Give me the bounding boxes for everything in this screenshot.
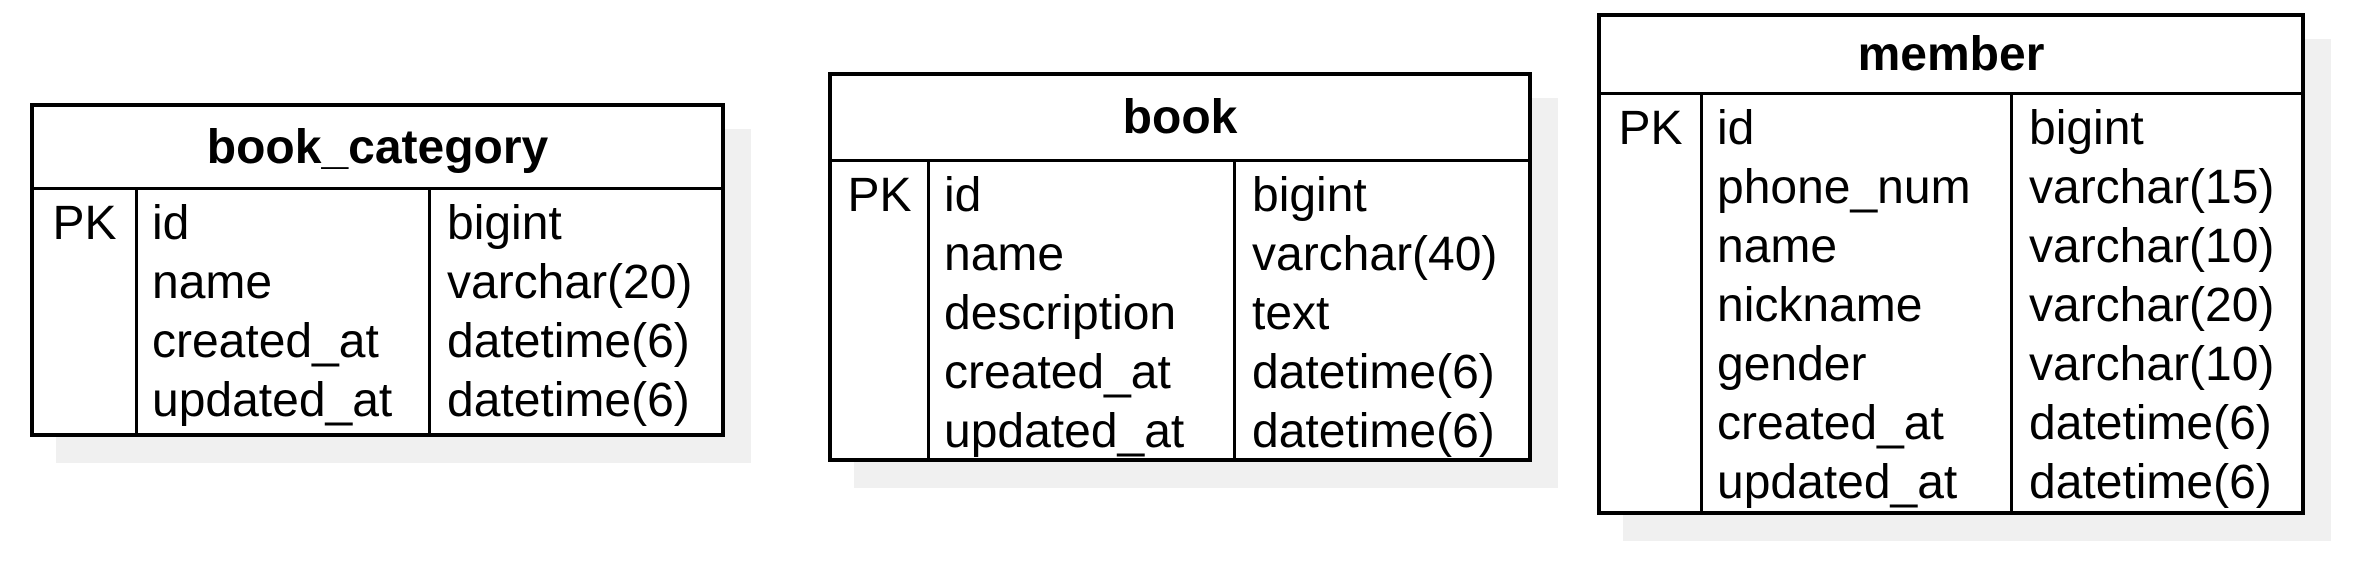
field-name: name xyxy=(944,228,1065,281)
table-title-book: book xyxy=(832,76,1528,162)
field-type: bigint xyxy=(2029,102,2144,155)
field-type: text xyxy=(1252,287,1330,340)
field-type: varchar(40) xyxy=(1252,228,1498,281)
pk-badge: PK xyxy=(52,197,117,250)
field-type: varchar(20) xyxy=(2029,279,2275,332)
field-name: id xyxy=(1717,102,1755,155)
field-type: varchar(20) xyxy=(447,256,693,309)
entity-table-book-category[interactable]: book_category PK id name created_at upda… xyxy=(30,103,725,437)
field-name-column: id phone_num name nickname gender create… xyxy=(1703,95,2013,511)
field-type: datetime(6) xyxy=(1252,405,1495,458)
field-name: updated_at xyxy=(1717,456,1958,509)
field-name: phone_num xyxy=(1717,161,1971,214)
field-name: gender xyxy=(1717,338,1867,391)
field-type: varchar(15) xyxy=(2029,161,2275,214)
field-type-column: bigint varchar(40) text datetime(6) date… xyxy=(1236,162,1528,458)
field-type: varchar(10) xyxy=(2029,338,2275,391)
field-name: created_at xyxy=(152,315,379,368)
field-name-column: id name description created_at updated_a… xyxy=(930,162,1236,458)
field-type: datetime(6) xyxy=(2029,456,2272,509)
field-name: updated_at xyxy=(152,374,393,427)
field-type: datetime(6) xyxy=(2029,397,2272,450)
field-type: datetime(6) xyxy=(447,374,690,427)
field-type: datetime(6) xyxy=(1252,346,1495,399)
field-type: varchar(10) xyxy=(2029,220,2275,273)
field-name: name xyxy=(152,256,273,309)
table-title-member: member xyxy=(1601,17,2301,95)
field-name: id xyxy=(944,169,982,222)
field-name: updated_at xyxy=(944,405,1185,458)
pk-badge: PK xyxy=(1618,102,1683,155)
field-name: nickname xyxy=(1717,279,1923,332)
field-type: bigint xyxy=(1252,169,1367,222)
table-title-book-category: book_category xyxy=(34,107,721,190)
field-name: created_at xyxy=(1717,397,1944,450)
table-body-member: PK id phone_num name nickname gender cre… xyxy=(1601,95,2301,511)
field-name: id xyxy=(152,197,190,250)
entity-table-book[interactable]: book PK id name description created_at u… xyxy=(828,72,1532,462)
field-name: description xyxy=(944,287,1177,340)
entity-table-member[interactable]: member PK id phone_num name nickname gen… xyxy=(1597,13,2305,515)
pk-column: PK xyxy=(34,190,138,433)
pk-badge: PK xyxy=(847,169,912,222)
field-type: datetime(6) xyxy=(447,315,690,368)
field-name: name xyxy=(1717,220,1838,273)
table-body-book: PK id name description created_at update… xyxy=(832,162,1528,458)
field-name-column: id name created_at updated_at xyxy=(138,190,431,433)
field-type-column: bigint varchar(20) datetime(6) datetime(… xyxy=(431,190,721,433)
pk-column: PK xyxy=(832,162,930,458)
field-type-column: bigint varchar(15) varchar(10) varchar(2… xyxy=(2013,95,2301,511)
table-body-book-category: PK id name created_at updated_at bigint … xyxy=(34,190,721,433)
field-type: bigint xyxy=(447,197,562,250)
pk-column: PK xyxy=(1601,95,1703,511)
field-name: created_at xyxy=(944,346,1171,399)
